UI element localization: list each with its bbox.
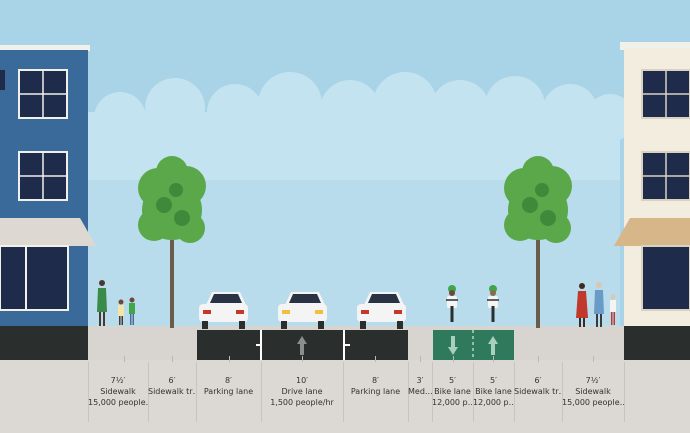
segment-capacity: 15,000 people… [88, 398, 148, 407]
segment-name: Parking lane [350, 387, 401, 396]
median [408, 330, 433, 360]
left-building [0, 45, 96, 360]
tree-icon [504, 156, 572, 328]
segment-width: 7½′ [585, 376, 601, 385]
segment-label-bike-lane-2[interactable]: 5′ Bike lane 12,000 p… [473, 375, 514, 408]
segment-capacity: 1,500 people/hr [270, 398, 334, 407]
tree-icon [138, 156, 206, 328]
car-icon [199, 292, 248, 329]
segment-label-sidewalk-left[interactable]: 7½′ Sidewalk 15,000 people… [88, 375, 148, 408]
pedestrian-icon [610, 294, 616, 325]
segment-name: Bike lane [475, 387, 512, 396]
cyclist-icon [446, 285, 458, 322]
label-area [0, 360, 690, 433]
pedestrian-icon [576, 283, 588, 327]
segment-name: Parking lane [203, 387, 254, 396]
segment-capacity: 12,000 p… [432, 398, 473, 407]
segment-label-drive-lane[interactable]: 10′ Drive lane 1,500 people/hr [261, 375, 343, 408]
pedestrian-icon [594, 282, 604, 327]
segment-label-sidewalk-tree-right[interactable]: 6′ Sidewalk tr… [514, 375, 562, 397]
segment-label-sidewalk-tree-left[interactable]: 6′ Sidewalk tr… [148, 375, 196, 397]
segment-width: 8′ [372, 376, 379, 385]
car-icon [278, 292, 327, 329]
segment-name: Med… [408, 387, 432, 396]
segment-width: 6′ [168, 376, 176, 385]
segment-width: 8′ [225, 376, 232, 385]
segment-label-parking-right[interactable]: 8′ Parking lane [343, 375, 408, 397]
segment-width: 10′ [296, 376, 308, 385]
segment-name: Bike lane [434, 387, 471, 396]
pedestrian-icon [97, 280, 107, 326]
pedestrian-icon [118, 299, 124, 325]
segment-name: Sidewalk [575, 387, 611, 396]
segment-name: Sidewalk tr… [148, 387, 196, 396]
segment-name: Sidewalk [100, 387, 136, 396]
arrow-up-icon [297, 336, 307, 355]
cyclist-icon [487, 285, 499, 322]
segment-width: 5′ [449, 376, 456, 385]
segment-name: Sidewalk tr… [514, 387, 562, 396]
segment-label-bike-lane-1[interactable]: 5′ Bike lane 12,000 p… [432, 375, 473, 408]
segment-width: 7½′ [110, 376, 126, 385]
segment-name: Drive lane [281, 387, 323, 396]
right-building [614, 42, 690, 360]
arrow-down-icon [448, 336, 458, 355]
arrow-up-icon [488, 336, 498, 355]
pedestrian-icon [129, 297, 135, 325]
segment-label-sidewalk-right[interactable]: 7½′ Sidewalk 15,000 people… [562, 375, 624, 408]
segment-width: 6′ [534, 376, 542, 385]
segment-capacity: 12,000 p… [473, 398, 514, 407]
segment-label-median[interactable]: 3′ Med… [408, 375, 432, 397]
segment-width: 5′ [490, 376, 497, 385]
car-icon [357, 292, 406, 329]
segment-width: 3′ [416, 376, 424, 385]
segment-capacity: 15,000 people… [562, 398, 624, 407]
segment-label-parking-left[interactable]: 8′ Parking lane [196, 375, 261, 397]
